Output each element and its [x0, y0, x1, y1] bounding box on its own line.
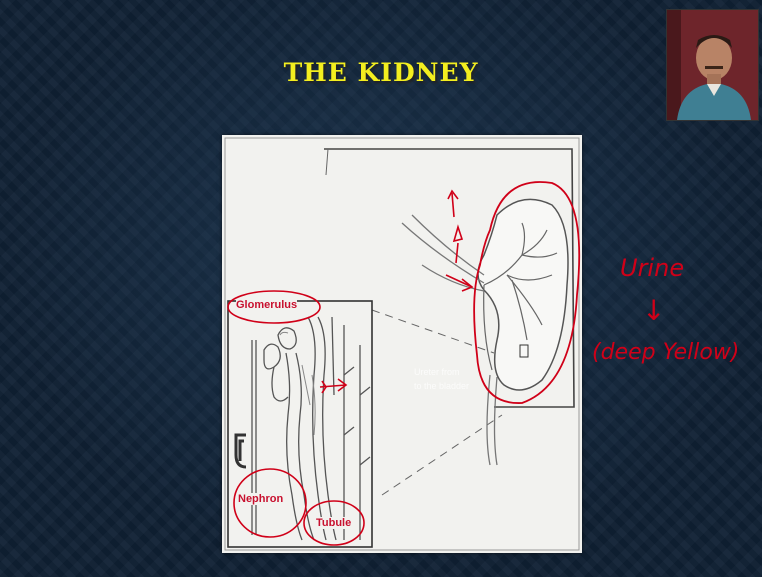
slide-title: THE KIDNEY	[0, 58, 762, 87]
kidney-diagram-drawing	[222, 135, 582, 553]
faint-text-line-1: Ureter from	[414, 367, 460, 377]
kidney-diagram: Glomerulus Nephron Tubule Ureter from to…	[222, 135, 582, 553]
faint-text-line-2: to the bladder	[414, 381, 469, 391]
label-nephron: Nephron	[238, 493, 283, 505]
label-glomerulus: Glomerulus	[236, 299, 297, 311]
annotation-urine: Urine	[620, 254, 684, 282]
label-tubule: Tubule	[316, 517, 351, 529]
presenter-image	[667, 10, 758, 120]
annotation-deep-yellow: (deep Yellow)	[592, 340, 739, 365]
presenter-webcam	[666, 9, 759, 121]
annotation-arrow: ↓	[642, 294, 665, 327]
